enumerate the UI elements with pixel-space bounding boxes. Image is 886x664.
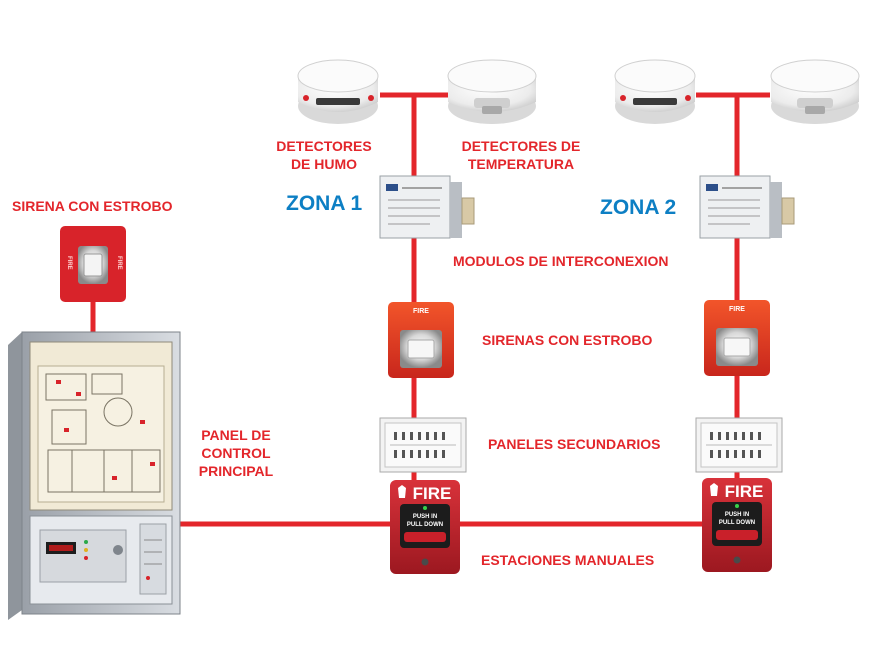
- label-panel-line-3: PRINCIPAL: [198, 463, 274, 479]
- label-panel-line-1: PANEL DE: [201, 427, 271, 443]
- label-paneles-secundarios: PANELES SECUNDARIOS: [488, 436, 661, 452]
- push-in-text: PUSH IN: [725, 512, 749, 518]
- interconnection-module-zone-1: [379, 175, 475, 239]
- label-detectores-de-humo-line-1: DETECTORES: [276, 138, 372, 154]
- secondary-panel-zone-1: [379, 417, 467, 473]
- smoke-detector-zone-2: [614, 59, 696, 124]
- label-zona-2: ZONA 2: [600, 196, 677, 219]
- label-sirena-con-estrobo: SIRENA CON ESTROBO: [12, 198, 173, 214]
- label-estaciones-manuales: ESTACIONES MANUALES: [481, 552, 655, 568]
- label-panel-de-control-principal: PANEL DE CONTROL PRINCIPAL: [186, 426, 286, 480]
- pull-down-text: PULL DOWN: [719, 520, 755, 526]
- label-detectores-de-temperatura-line-1: DETECTORES DE: [461, 138, 581, 154]
- label-detectores-de-humo-line-2: DE HUMO: [290, 156, 358, 172]
- label-detectores-de-temperatura: DETECTORES DE TEMPERATURA: [446, 137, 596, 173]
- label-panel-line-2: CONTROL: [201, 445, 271, 461]
- strobe-siren-zone-1: FIRE: [388, 302, 454, 378]
- push-in-text: PUSH IN: [413, 514, 437, 520]
- heat-detector-zone-2: [770, 59, 860, 124]
- manual-pull-station-zone-2: FIRE PUSH IN PULL DOWN: [702, 478, 772, 572]
- main-strobe-siren: FIRE FIRE: [60, 226, 126, 302]
- manual-pull-station-zone-1: FIRE PUSH IN PULL DOWN: [390, 480, 460, 574]
- siren-fire-text: FIRE: [413, 308, 429, 315]
- siren-side-text-left: FIRE: [66, 256, 72, 270]
- heat-detector-zone-1: [447, 59, 537, 124]
- strobe-siren-zone-2: FIRE: [704, 300, 770, 376]
- siren-side-text-right: FIRE: [116, 256, 122, 270]
- label-modulos-de-interconexion: MODULOS DE INTERCONEXION: [453, 253, 669, 269]
- label-sirenas-con-estrobo: SIRENAS CON ESTROBO: [482, 332, 653, 348]
- pull-station-fire-text: FIRE: [725, 482, 764, 501]
- pull-station-fire-text: FIRE: [413, 484, 452, 503]
- label-zona-1: ZONA 1: [286, 192, 363, 215]
- main-control-panel: [8, 331, 181, 620]
- label-detectores-de-temperatura-line-2: TEMPERATURA: [467, 156, 575, 172]
- smoke-detector-zone-1: [297, 59, 379, 124]
- siren-fire-text: FIRE: [729, 306, 745, 313]
- secondary-panel-zone-2: [695, 417, 783, 473]
- interconnection-module-zone-2: [699, 175, 795, 239]
- pull-down-text: PULL DOWN: [407, 522, 443, 528]
- label-detectores-de-humo: DETECTORES DE HUMO: [266, 137, 382, 173]
